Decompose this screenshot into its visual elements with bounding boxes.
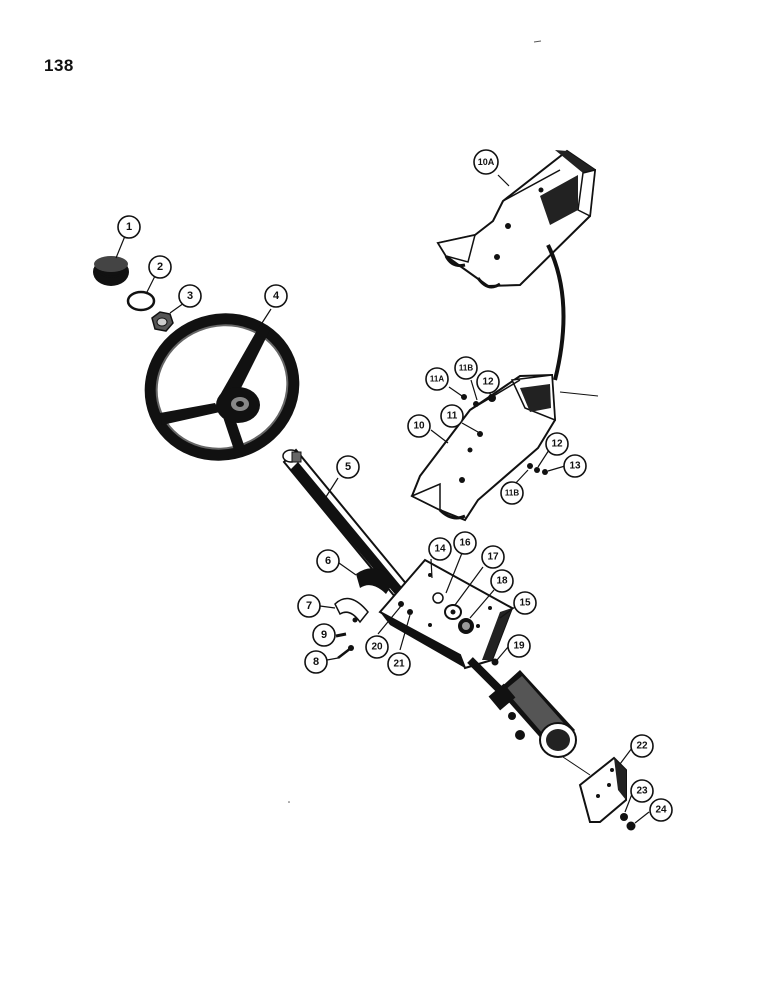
connector-line [546, 244, 566, 381]
hex-nut [151, 311, 174, 332]
callout-15: 15 [513, 591, 537, 615]
callout-12-bottom: 12 [545, 432, 569, 456]
svg-text:4: 4 [273, 290, 280, 302]
svg-text:8: 8 [313, 656, 319, 668]
nut-24 [626, 821, 636, 831]
callout-9: 9 [312, 623, 336, 647]
bracket-fasteners [448, 379, 566, 487]
svg-text:10A: 10A [478, 157, 495, 167]
svg-text:14: 14 [434, 544, 446, 555]
svg-text:9: 9 [321, 629, 327, 641]
steering-motor [467, 657, 591, 776]
svg-text:13: 13 [569, 461, 581, 472]
svg-text:7: 7 [306, 600, 312, 612]
svg-text:24: 24 [655, 805, 667, 816]
callout-10: 10 [407, 414, 431, 438]
callout-5: 5 [336, 455, 360, 479]
svg-text:16: 16 [459, 538, 471, 549]
column-fasteners [398, 592, 499, 666]
svg-text:20: 20 [371, 642, 383, 653]
svg-text:11B: 11B [505, 489, 519, 498]
svg-text:2: 2 [157, 261, 163, 273]
callout-10a: 10A [473, 149, 499, 175]
callout-19: 19 [507, 634, 531, 658]
svg-text:15: 15 [519, 598, 531, 609]
callout-18: 18 [490, 569, 514, 593]
washer-23 [620, 813, 628, 821]
callout-3: 3 [178, 284, 202, 308]
steering-wheel [144, 313, 300, 461]
svg-text:11A: 11A [430, 375, 444, 384]
callout-17: 17 [481, 545, 505, 569]
svg-text:23: 23 [636, 786, 648, 797]
svg-text:3: 3 [187, 290, 193, 302]
svg-text:21: 21 [393, 659, 405, 670]
callout-23: 23 [630, 779, 654, 803]
svg-text:12: 12 [482, 377, 494, 388]
page-number: 138 [44, 56, 74, 75]
callout-6: 6 [316, 549, 340, 573]
horn-cap [93, 256, 129, 286]
svg-text:18: 18 [496, 576, 508, 587]
clamp-bolt-8 [337, 645, 354, 659]
callout-14: 14 [428, 537, 452, 561]
clamp-spacer-9 [335, 632, 347, 638]
callout-12-top: 12 [476, 370, 500, 394]
svg-text:5: 5 [345, 461, 351, 473]
mounting-plate [578, 756, 627, 823]
svg-text:10: 10 [413, 421, 425, 432]
svg-text:6: 6 [325, 555, 331, 567]
svg-text:11: 11 [447, 411, 458, 422]
callout-20: 20 [365, 635, 389, 659]
svg-text:17: 17 [487, 552, 499, 563]
callout-22: 22 [630, 734, 654, 758]
speck [288, 801, 290, 803]
clamp-half-7 [334, 597, 369, 624]
svg-text:1: 1 [126, 221, 132, 233]
svg-text:11B: 11B [459, 364, 473, 373]
lower-mounting-bracket [410, 373, 599, 522]
callout-21: 21 [387, 652, 411, 676]
callout-11b-top: 11B [454, 356, 478, 380]
callout-11a: 11A [425, 367, 449, 391]
clamp-half-6 [356, 568, 395, 594]
callout-11: 11 [440, 404, 464, 428]
snap-ring [126, 290, 156, 312]
callout-2: 2 [148, 255, 172, 279]
callout-11b-bottom: 11B [500, 481, 524, 505]
callout-7: 7 [297, 594, 321, 618]
upper-mounting-bracket [436, 149, 597, 289]
svg-text:12: 12 [551, 439, 563, 450]
callout-24: 24 [649, 798, 673, 822]
svg-text:19: 19 [513, 641, 525, 652]
callout-13: 13 [563, 454, 587, 478]
steering-shaft [282, 448, 438, 634]
callout-4: 4 [264, 284, 288, 308]
speck [533, 40, 542, 43]
callout-8: 8 [304, 650, 328, 674]
svg-text:22: 22 [636, 741, 648, 752]
callout-1: 1 [117, 215, 141, 239]
callout-16: 16 [453, 531, 477, 555]
